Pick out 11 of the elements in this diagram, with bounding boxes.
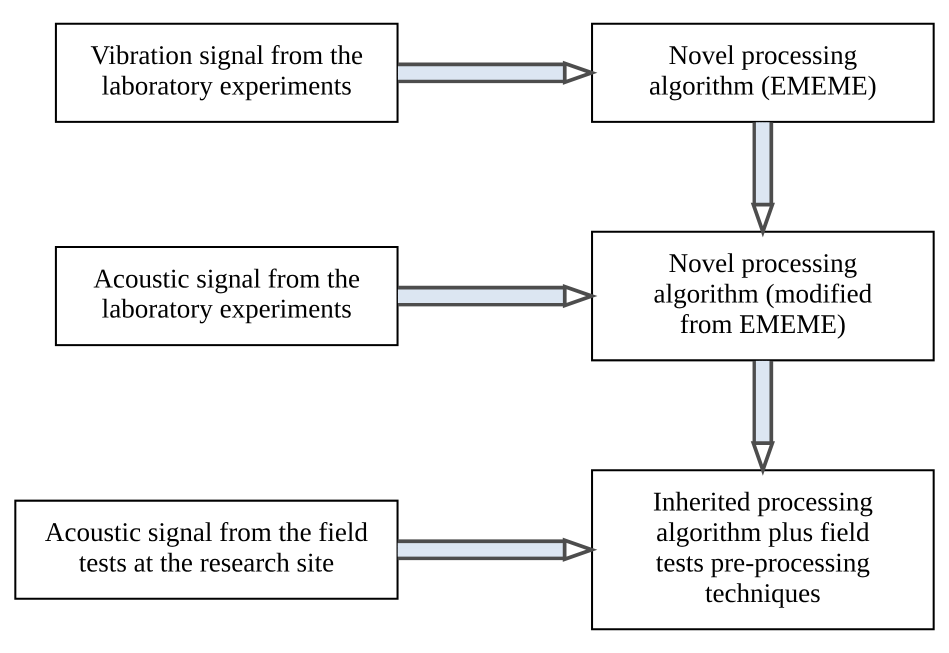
- arrow: [750, 122, 775, 238]
- arrow: [750, 360, 775, 476]
- node-box: Vibration signal from the laboratory experiments: [54, 22, 399, 123]
- node-box: Acoustic signal from the field tests at the research site: [14, 500, 399, 600]
- arrow: [398, 60, 598, 85]
- node-box: Inherited processing algorithm plus field tests pre-processing techniques: [591, 469, 935, 630]
- node-box: Acoustic signal from the laboratory experiments: [54, 246, 399, 346]
- node-box: Novel processing algorithm (modified from EMEME): [591, 230, 935, 362]
- arrow: [398, 538, 598, 562]
- node-box: Novel processing algorithm (EMEME): [591, 22, 935, 123]
- arrow: [398, 284, 598, 308]
